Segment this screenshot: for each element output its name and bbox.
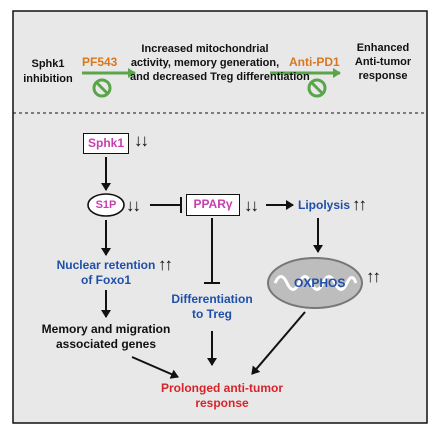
text-line: and decreased Treg differentiation — [130, 71, 310, 83]
text-line: inhibition — [23, 73, 73, 85]
text-line: activity, memory generation, — [130, 57, 280, 69]
down-arrows-sphk1: ↓↓ — [134, 131, 149, 150]
text-line: response — [358, 70, 408, 82]
text-line: Nuclear retention — [56, 258, 156, 272]
text-line: of Foxo1 — [81, 273, 131, 287]
effects-label: Increased mitochondrial activity, memory… — [130, 42, 310, 84]
no-sign-icon — [92, 78, 112, 98]
text-line: Anti-tumor — [354, 56, 412, 68]
arrow-memory-to-prolonged — [131, 356, 179, 379]
mitochondrion-icon — [267, 257, 363, 309]
s1p-label: S1P — [95, 199, 117, 211]
sphk1-box: Sphk1 — [83, 133, 129, 154]
ppar-box: PPARγ — [186, 194, 240, 216]
outcome-label: Enhanced Anti-tumor response — [348, 41, 418, 83]
text-line: Differentiation — [171, 292, 253, 306]
differentiation-label: Differentiation to Treg — [166, 292, 258, 322]
up-arrows-oxphos: ↑↑ — [366, 267, 381, 286]
up-arrows-foxo1: ↑↑ — [158, 255, 173, 274]
text-line: associated genes — [55, 337, 157, 351]
up-arrows-lipolysis: ↑↑ — [352, 195, 367, 214]
text-line: Memory and migration — [41, 322, 171, 336]
arrow-oxphos-to-prolonged — [251, 311, 306, 375]
text-line: Increased mitochondrial — [141, 43, 269, 55]
down-arrows-ppar: ↓↓ — [244, 196, 259, 215]
text-line: Prolonged anti-tumor — [161, 381, 283, 395]
prolonged-response-label: Prolonged anti-tumor response — [152, 381, 292, 411]
pf543-label: PF543 — [82, 55, 118, 69]
foxo1-label: Nuclear retention of Foxo1 — [48, 258, 164, 288]
text-line: to Treg — [191, 307, 232, 321]
s1p-ellipse — [87, 193, 125, 217]
outer-panel — [12, 10, 428, 424]
sphk1-inhibition-label: Sphk1 inhibition — [18, 57, 78, 87]
lipolysis-label: Lipolysis — [298, 198, 351, 212]
text-line: Enhanced — [356, 42, 410, 54]
memory-genes-label: Memory and migration associated genes — [38, 322, 174, 352]
anti-pd1-label: Anti-PD1 — [289, 55, 340, 69]
oxphos-label: OXPHOS — [294, 276, 346, 290]
no-sign-icon — [307, 78, 327, 98]
text-line: Sphk1 — [31, 58, 65, 70]
text-line: response — [195, 396, 249, 410]
down-arrows-s1p: ↓↓ — [126, 196, 141, 215]
